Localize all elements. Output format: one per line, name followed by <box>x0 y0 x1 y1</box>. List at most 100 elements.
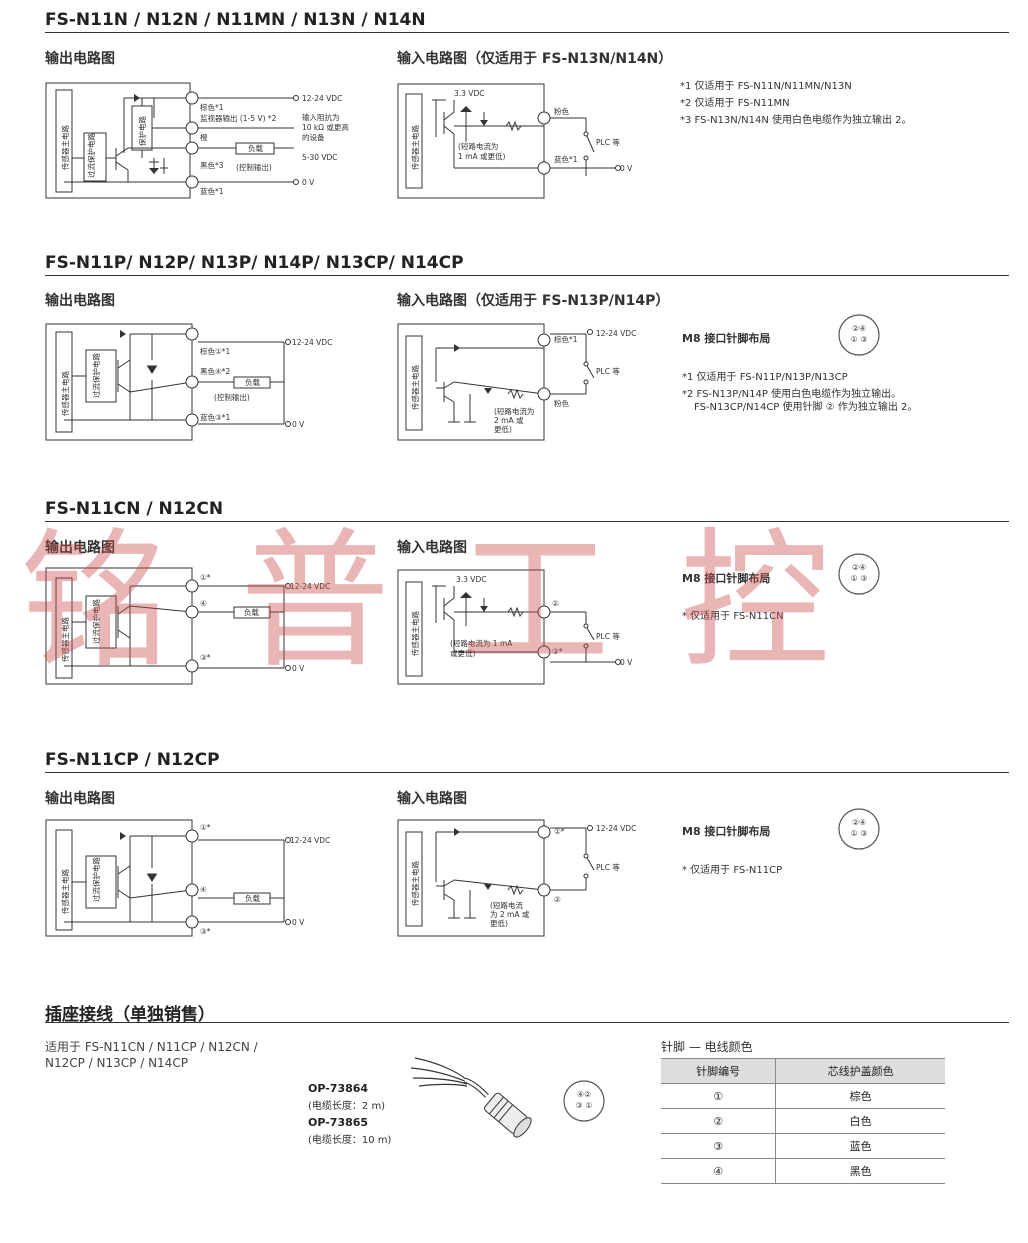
pin-label: ③ ① <box>576 1101 593 1110</box>
output-circuit-2: 传感器主电路 过流保护电路 棕色①*1 黑色④*2 (控制输出) 蓝色③*1 1… <box>45 323 332 441</box>
svg-text:②: ② <box>554 895 561 904</box>
wire-color: 白色 <box>775 1108 945 1134</box>
svg-text:棕色①*1: 棕色①*1 <box>200 346 230 356</box>
output-circuit-3: 传感器主电路 过流保护电路 ①* ④ ③* 12-24 VDC 负载 0 V <box>45 567 330 685</box>
svg-text:负载: 负载 <box>245 893 260 903</box>
svg-text:10 kΩ 或更高: 10 kΩ 或更高 <box>302 122 349 132</box>
svg-text:0 V: 0 V <box>292 420 305 429</box>
svg-text:1 mA 或更低): 1 mA 或更低) <box>458 151 505 161</box>
svg-text:PLC 等: PLC 等 <box>596 631 620 641</box>
svg-text:0 V: 0 V <box>302 178 315 187</box>
svg-text:(控制输出): (控制输出) <box>214 392 250 402</box>
svg-text:黑色④*2: 黑色④*2 <box>200 366 230 376</box>
model-op-73865-length: (电缆长度：10 m) <box>308 1135 392 1146</box>
divider <box>45 1022 1009 1023</box>
pin-number: ④ <box>661 1158 776 1184</box>
socket-cable-image <box>410 1057 532 1138</box>
svg-text:12-24 VDC: 12-24 VDC <box>302 94 342 103</box>
svg-text:保护电路: 保护电路 <box>137 116 147 146</box>
svg-text:①*: ①* <box>200 573 211 582</box>
svg-text:0 V: 0 V <box>292 664 305 673</box>
section-title-3: FS-N11CN / N12CN <box>45 499 224 519</box>
note-2-2: *2 FS-N13P/N14P 使用白色电缆作为独立输出。 <box>682 389 902 400</box>
svg-text:传感器主电路: 传感器主电路 <box>60 617 70 662</box>
input-circuit-2: 传感器主电路 棕色*1 粉色 12-24 VDC PLC 等 (短路电流为 2 … <box>397 323 636 441</box>
pin-label: ②④ <box>852 818 866 827</box>
svg-text:过流保护电路: 过流保护电路 <box>91 353 101 398</box>
model-op-73864-length: (电缆长度：2 m) <box>308 1101 386 1112</box>
svg-text:①*: ①* <box>200 823 211 832</box>
input-circuit-label-1: 输入电路图（仅适用于 FS-N13N/N14N） <box>397 51 673 67</box>
output-circuit-label-4: 输出电路图 <box>45 791 115 807</box>
output-circuit-4: 传感器主电路 过流保护电路 ①* ④ ③* 12-24 VDC 负载 0 V <box>45 819 330 937</box>
svg-text:更低): 更低) <box>494 424 512 434</box>
svg-text:④: ④ <box>200 885 207 894</box>
output-circuit-label-2: 输出电路图 <box>45 293 115 309</box>
svg-text:传感器主电路: 传感器主电路 <box>60 125 70 170</box>
svg-text:12-24 VDC: 12-24 VDC <box>596 824 636 833</box>
input-circuit-label-2: 输入电路图（仅适用于 FS-N13P/N14P） <box>397 293 670 309</box>
note-2-3: FS-N13CP/N14CP 使用针脚 ② 作为独立输出 2。 <box>694 402 918 413</box>
svg-text:(控制输出): (控制输出) <box>236 162 272 172</box>
svg-text:③*: ③* <box>200 927 211 936</box>
section-title-socket: 插座接线（单独销售） <box>45 1005 215 1025</box>
socket-pin-diagram: ④② ③ ① <box>563 1080 605 1122</box>
svg-text:传感器主电路: 传感器主电路 <box>410 861 420 906</box>
svg-text:(短路电流为: (短路电流为 <box>494 406 534 416</box>
input-circuit-1: 传感器主电路 3.3 VDC 粉色 蓝色*1 PLC 等 0 V (短路电流为 … <box>397 83 633 199</box>
svg-text:5-30 VDC: 5-30 VDC <box>302 153 338 162</box>
note-1-2: *2 仅适用于 FS-N11MN <box>680 98 790 109</box>
svg-text:传感器主电路: 传感器主电路 <box>410 611 420 656</box>
svg-text:3.3 VDC: 3.3 VDC <box>456 575 486 584</box>
section-title-1: FS-N11N / N12N / N11MN / N13N / N14N <box>45 10 426 30</box>
pin-label: ②④ <box>852 324 866 333</box>
pin-number: ② <box>661 1108 776 1134</box>
svg-text:更低): 更低) <box>490 918 508 928</box>
svg-text:③*: ③* <box>200 653 211 662</box>
pin-layout-title-2: M8 接口针脚布局 <box>682 332 771 345</box>
output-circuit-label-3: 输出电路图 <box>45 540 115 556</box>
svg-text:传感器主电路: 传感器主电路 <box>410 365 420 410</box>
svg-text:棕色*1: 棕色*1 <box>200 102 224 112</box>
section-title-2: FS-N11P/ N12P/ N13P/ N14P/ N13CP/ N14CP <box>45 253 464 273</box>
svg-text:蓝色*1: 蓝色*1 <box>554 154 578 164</box>
svg-text:(短路电流: (短路电流 <box>490 900 523 910</box>
svg-text:负载: 负载 <box>245 377 260 387</box>
output-circuit-label-1: 输出电路图 <box>45 51 115 67</box>
svg-text:粉色: 粉色 <box>554 398 569 408</box>
note-1-3: *3 FS-N13N/N14N 使用白色电缆作为独立输出 2。 <box>680 115 912 126</box>
note-4: * 仅适用于 FS-N11CP <box>682 865 783 876</box>
output-circuit-1: 传感器主电路 过流保护电路 保护电路 棕色*1 监视器输出 (1-5 V) *2… <box>45 82 349 199</box>
svg-text:PLC 等: PLC 等 <box>596 366 620 376</box>
svg-text:PLC 等: PLC 等 <box>596 862 620 872</box>
svg-text:监视器输出 (1-5 V) *2: 监视器输出 (1-5 V) *2 <box>200 113 277 123</box>
pin-color-table-title: 针脚 — 电线颜色 <box>661 1040 753 1054</box>
table-header: 针脚编号 <box>661 1058 776 1084</box>
svg-text:黑色*3: 黑色*3 <box>200 160 224 170</box>
wire-color: 蓝色 <box>775 1133 945 1159</box>
svg-text:过流保护电路: 过流保护电路 <box>86 133 96 178</box>
pin-label: ① ③ <box>851 335 868 344</box>
svg-text:输入阻抗为: 输入阻抗为 <box>302 112 340 122</box>
divider <box>45 521 1009 522</box>
pin-label: ②④ <box>852 563 866 572</box>
svg-text:3.3 VDC: 3.3 VDC <box>454 89 484 98</box>
input-circuit-3: 传感器主电路 3.3 VDC ② ③* PLC 等 0 V (短路电流为 1 m… <box>397 569 633 685</box>
input-circuit-label-3: 输入电路图 <box>397 540 467 556</box>
divider <box>45 32 1009 33</box>
svg-text:蓝色③*1: 蓝色③*1 <box>200 412 230 422</box>
divider <box>45 772 1009 773</box>
input-circuit-label-4: 输入电路图 <box>397 791 467 807</box>
svg-text:传感器主电路: 传感器主电路 <box>60 371 70 416</box>
pin-layout-diagram-4: ②④ ① ③ <box>838 808 880 850</box>
socket-applies-line-1: 适用于 FS-N11CN / N11CP / N12CN / <box>45 1040 258 1054</box>
svg-text:12-24 VDC: 12-24 VDC <box>596 329 636 338</box>
svg-text:负载: 负载 <box>244 607 259 617</box>
svg-text:的设备: 的设备 <box>302 132 325 142</box>
pin-label: ④② <box>577 1090 591 1099</box>
